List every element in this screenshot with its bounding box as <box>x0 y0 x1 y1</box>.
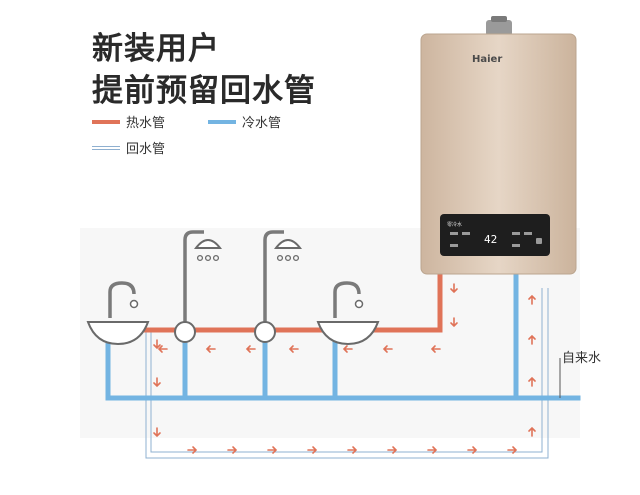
arrow-left <box>157 345 168 353</box>
shower-arm <box>183 230 204 322</box>
legend-return-swatch <box>92 145 120 150</box>
arrow-right <box>387 446 398 454</box>
water-drop <box>129 299 139 309</box>
arrow-up <box>528 334 536 345</box>
hot-flow-arrows <box>157 283 458 353</box>
shower-valve <box>174 321 196 343</box>
water-heater: Haier 零冷水 42 <box>420 16 577 275</box>
arrow-left <box>205 345 216 353</box>
arrow-right <box>187 446 198 454</box>
shower-valve <box>254 321 276 343</box>
return-pipe-inner <box>150 288 543 453</box>
legend-hot: 热水管 <box>92 112 165 131</box>
arrow-left <box>245 345 256 353</box>
cold-pipe <box>105 271 581 401</box>
heater-button <box>512 232 520 235</box>
heater-button <box>512 244 520 247</box>
heater-vent-cap <box>491 16 507 22</box>
arrow-right <box>227 446 238 454</box>
arrow-down <box>153 427 161 438</box>
legend-cold-label: 冷水管 <box>242 116 282 131</box>
heater-panel-logo: 零冷水 <box>447 221 462 228</box>
basin-2 <box>316 281 380 346</box>
arrow-left <box>342 345 353 353</box>
basin-bowl <box>86 321 150 346</box>
arrow-up <box>528 376 536 387</box>
arrow-down <box>450 283 458 294</box>
legend-return: 回水管 <box>92 138 165 157</box>
heater-brand: Haier <box>472 54 502 65</box>
legend-cold-swatch <box>208 119 236 124</box>
title-line-1: 新装用户 <box>92 31 220 67</box>
basin-bowl <box>316 321 380 346</box>
basin-faucet <box>108 281 136 318</box>
hot-pipe <box>108 274 443 333</box>
return-flow-arrows <box>153 294 536 454</box>
heater-button <box>450 232 458 235</box>
heater-button <box>450 244 458 247</box>
heater-control-panel <box>440 214 550 256</box>
shower-1 <box>174 230 223 343</box>
shower-head <box>193 239 223 249</box>
arrow-up <box>528 294 536 305</box>
title-line-2: 提前预留回水管 <box>92 73 316 109</box>
water-inlet-label: 自来水 <box>562 351 601 366</box>
page-title: 新装用户 提前预留回水管 <box>92 28 316 112</box>
arrow-right <box>267 446 278 454</box>
return-pipe-outer <box>145 288 549 459</box>
arrow-right <box>307 446 318 454</box>
arrow-up <box>528 426 536 437</box>
shower-head <box>273 239 303 249</box>
arrow-down <box>153 377 161 388</box>
heater-panel-buttons <box>450 232 542 247</box>
arrow-right <box>427 446 438 454</box>
arrow-left <box>430 345 441 353</box>
heater-power-button <box>536 238 542 244</box>
water-drop <box>354 299 364 309</box>
heater-vent <box>486 20 512 36</box>
arrow-right <box>507 446 518 454</box>
heater-temperature-display: 42 <box>484 233 497 246</box>
return-pipe <box>145 288 549 459</box>
basin-1 <box>86 281 150 346</box>
arrow-left <box>382 345 393 353</box>
basin-faucet <box>333 281 361 318</box>
arrow-down <box>153 339 161 350</box>
legend-return-label: 回水管 <box>126 142 166 157</box>
arrow-left <box>288 345 299 353</box>
shower-spray <box>196 254 220 262</box>
arrow-right <box>347 446 358 454</box>
legend-hot-swatch <box>92 119 120 124</box>
heater-button <box>524 232 532 235</box>
arrow-right <box>467 446 478 454</box>
shower-arm <box>263 230 284 322</box>
legend-hot-label: 热水管 <box>126 116 166 131</box>
arrow-down <box>450 317 458 328</box>
legend-cold: 冷水管 <box>208 112 281 131</box>
heater-button <box>462 232 470 235</box>
shower-2 <box>254 230 303 343</box>
hot-main-pipe <box>108 274 443 333</box>
shower-spray <box>276 254 300 262</box>
